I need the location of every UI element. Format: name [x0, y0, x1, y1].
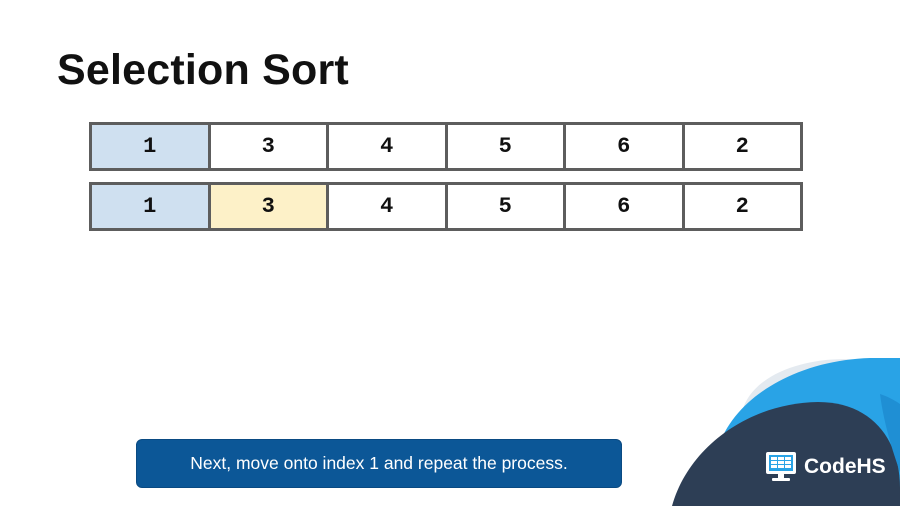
array-cell: 3 [207, 122, 329, 171]
array-cell: 5 [444, 122, 566, 171]
array-row-2: 1 3 4 5 6 2 [89, 182, 803, 231]
array-cell-current: 3 [207, 182, 329, 231]
array-row-1: 1 3 4 5 6 2 [89, 122, 803, 171]
array-cell: 4 [326, 182, 448, 231]
slide-title: Selection Sort [57, 46, 349, 94]
array-cell: 1 [89, 182, 211, 231]
caption-text: Next, move onto index 1 and repeat the p… [190, 453, 568, 473]
codehs-computer-icon [766, 452, 796, 481]
array-cell: 2 [681, 122, 803, 171]
blue-highlight-wedge [880, 394, 900, 472]
array-cell: 4 [326, 122, 448, 171]
brand-name: CodeHS [804, 455, 886, 478]
codehs-logo: CodeHS [764, 450, 886, 484]
array-cell: 6 [563, 122, 685, 171]
array-cell: 5 [444, 182, 566, 231]
array-cell: 1 [89, 122, 211, 171]
array-cell: 2 [681, 182, 803, 231]
array-cell: 6 [563, 182, 685, 231]
caption-box: Next, move onto index 1 and repeat the p… [136, 439, 622, 488]
